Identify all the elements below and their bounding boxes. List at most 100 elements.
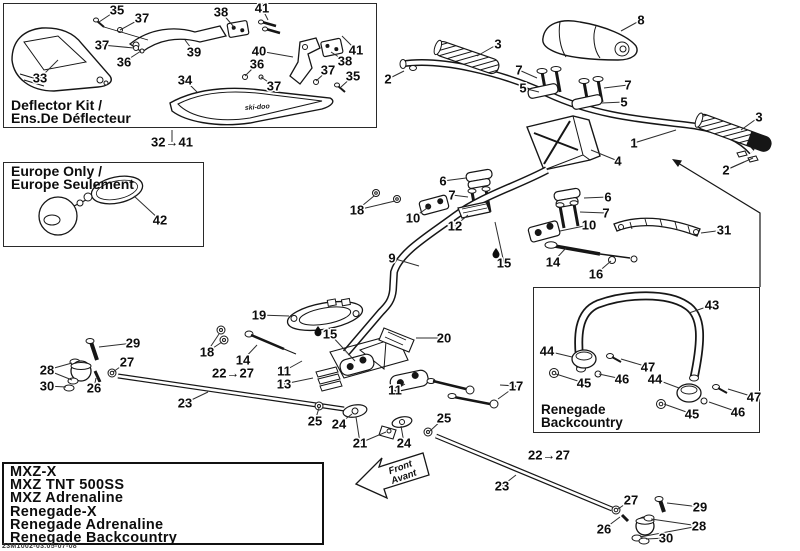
bar-end-2-art xyxy=(736,150,759,163)
leader-line xyxy=(559,224,590,232)
part-callout-1: 1 xyxy=(630,136,637,151)
part-callout-44: 44 xyxy=(648,372,663,387)
part-callout-26: 26 xyxy=(597,522,611,537)
model-item: MXZ-X xyxy=(10,464,57,480)
leader-line xyxy=(258,50,294,58)
arm-left-art xyxy=(63,338,117,392)
hoop-clamps-art xyxy=(549,349,728,409)
part-callout-27: 27 xyxy=(120,355,134,370)
part-callout-45: 45 xyxy=(577,376,591,391)
leader-line xyxy=(98,9,118,23)
part-callout-35: 35 xyxy=(346,69,360,84)
part-callout-38: 38 xyxy=(338,54,352,69)
part-callout-7: 7 xyxy=(602,206,609,221)
part-callout-38: 38 xyxy=(214,5,228,20)
leader-line xyxy=(101,44,135,49)
part-callout-2: 2 xyxy=(384,72,391,87)
kit-small-fasteners-art xyxy=(93,17,346,93)
part-callout-7: 7 xyxy=(448,188,455,203)
leader-line xyxy=(552,247,567,263)
part-callout-17: 17 xyxy=(509,379,523,394)
clamp-6-right-art xyxy=(553,187,581,229)
leader-line xyxy=(356,200,396,211)
leader-line xyxy=(387,70,405,80)
part-callout-10: 10 xyxy=(582,218,596,233)
part-callout-41: 41 xyxy=(349,43,363,58)
part-callout-24: 24 xyxy=(397,436,412,451)
leader-line xyxy=(454,214,469,227)
part-callout-5: 5 xyxy=(519,81,526,96)
leader-line xyxy=(650,518,700,527)
bearing-11-right-art xyxy=(389,369,429,392)
clamps-5-art xyxy=(527,83,603,110)
part-callout-23: 23 xyxy=(495,479,509,494)
part-callout-25: 25 xyxy=(308,414,322,429)
part-callout-14: 14 xyxy=(236,353,251,368)
part-callout-23: 23 xyxy=(178,396,192,411)
part-callout-9: 9 xyxy=(388,251,395,266)
grease-drop-icon xyxy=(314,326,322,337)
leader-line xyxy=(620,358,649,368)
part-callout-16: 16 xyxy=(589,267,603,282)
leader-line xyxy=(412,205,431,219)
part-callout-47: 47 xyxy=(641,360,655,375)
leader-line xyxy=(340,75,354,88)
part-callout-39: 39 xyxy=(187,45,201,60)
leader-line xyxy=(725,157,754,171)
part-callout-37: 37 xyxy=(135,11,149,26)
part-callout-11: 11 xyxy=(277,364,291,379)
leader-line xyxy=(260,76,275,87)
leader-line xyxy=(184,79,198,93)
part-callout-43: 43 xyxy=(705,298,719,313)
part-callout-13: 13 xyxy=(277,377,291,392)
leader-line xyxy=(391,257,420,267)
part-callout-31: 31 xyxy=(717,223,731,238)
europe-only-box: Europe Only / Europe Seulement xyxy=(3,162,204,247)
part-callout-21: 21 xyxy=(353,436,367,451)
leader-line xyxy=(451,194,469,198)
part-callout-30: 30 xyxy=(40,379,54,394)
part-callout-28: 28 xyxy=(692,519,706,534)
leader-line xyxy=(663,403,693,415)
leader-line xyxy=(39,59,59,79)
part-callout-30: 30 xyxy=(659,531,673,546)
part-callout-46: 46 xyxy=(731,405,745,420)
part-callout-8: 8 xyxy=(637,13,644,28)
part-callout-14: 14 xyxy=(546,255,561,270)
bracket-21-art xyxy=(378,425,397,440)
leader-line xyxy=(261,7,269,21)
tie-rod-right-art xyxy=(435,433,613,512)
part-callout-40: 40 xyxy=(252,44,266,59)
leader-line xyxy=(242,344,258,361)
renegade-box-pointer xyxy=(672,159,761,287)
deflector-kit-box: Deflector Kit / Ens.De Déflecteur xyxy=(3,3,377,128)
rod-ends-art xyxy=(314,401,433,437)
leader-line xyxy=(522,87,540,93)
arm-right-art xyxy=(611,496,666,545)
leader-line xyxy=(46,369,73,381)
part-callout-2: 2 xyxy=(722,163,729,178)
part-callout-27: 27 xyxy=(624,493,638,508)
leader-line xyxy=(727,388,755,398)
leader-line xyxy=(359,431,387,444)
leader-line xyxy=(220,11,235,28)
grip-3-right-art xyxy=(694,112,772,152)
model-item: Renegade Adrenaline xyxy=(10,516,164,533)
renegade-backcountry-label: Renegade Backcountry xyxy=(541,402,623,430)
leader-line xyxy=(244,63,258,77)
europe-only-label: Europe Only / Europe Seulement xyxy=(11,163,134,192)
part-callout-25: 25 xyxy=(437,411,451,426)
leader-line xyxy=(476,43,499,57)
part-callout-24: 24 xyxy=(332,417,347,432)
model-item: Renegade-X xyxy=(10,503,97,520)
leader-line xyxy=(133,195,161,221)
leader-line xyxy=(639,525,700,538)
leader-line xyxy=(93,377,97,389)
front-direction-arrow: Front Avant xyxy=(354,452,430,500)
leader-line xyxy=(98,342,134,348)
part-callout-6: 6 xyxy=(439,174,446,189)
